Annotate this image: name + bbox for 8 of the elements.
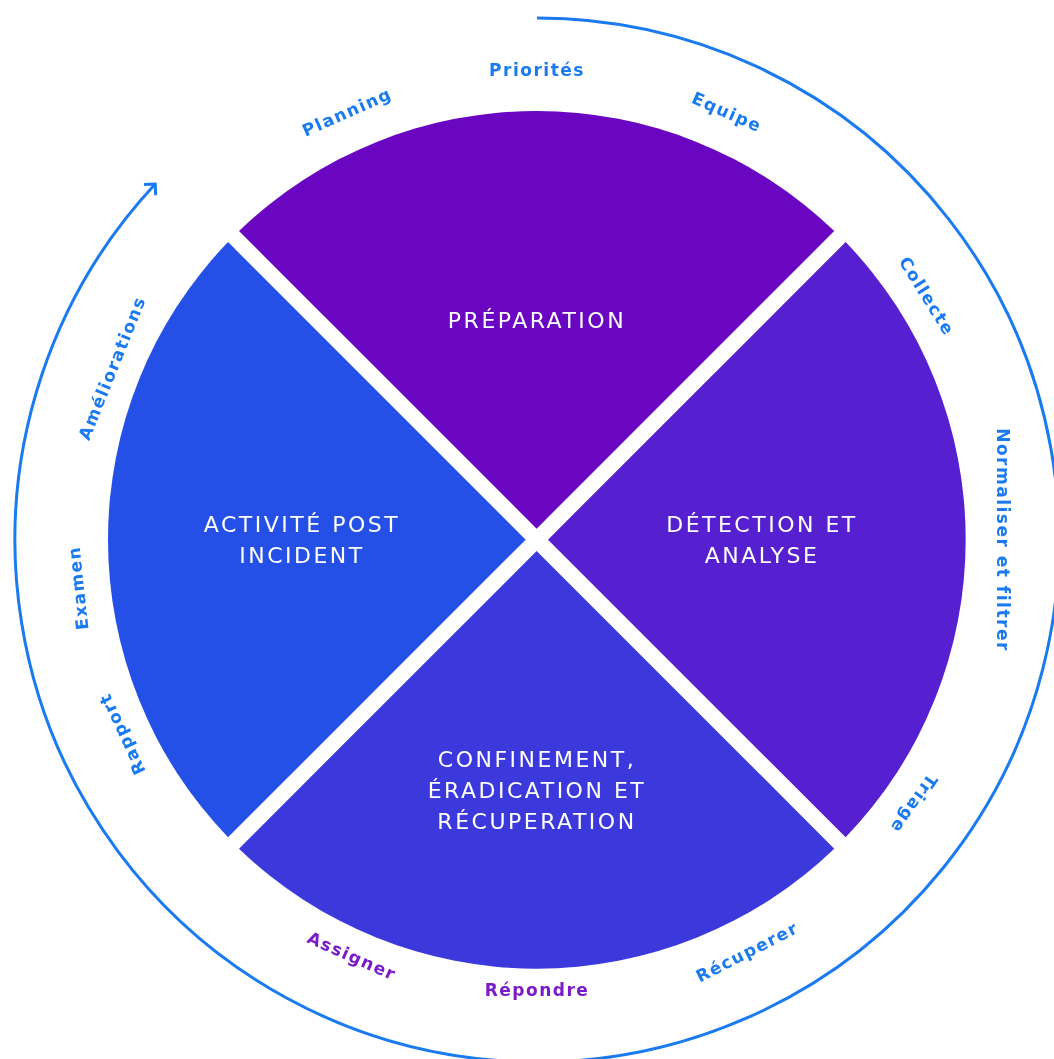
phase-title: DÉTECTION ET ANALYSE <box>665 511 859 570</box>
phase-title: PRÉPARATION <box>446 306 628 335</box>
phase-title: CONFINEMENT, ÉRADICATION ET RÉCUPERATION <box>426 745 648 836</box>
step-label: Normaliser et filtrer <box>993 428 1013 652</box>
step-label: Répondre <box>484 980 590 1000</box>
step-label: Priorités <box>489 60 585 80</box>
step-label: Examen <box>63 545 92 632</box>
phase-title: ACTIVITÉ POST INCIDENT <box>202 511 402 570</box>
